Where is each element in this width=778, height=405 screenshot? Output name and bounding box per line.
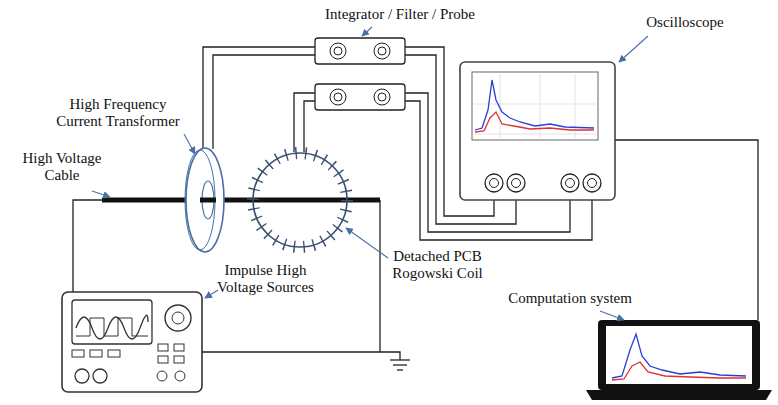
part-label: Integrator / Filter / Probe [300, 6, 500, 23]
ground-symbol [390, 359, 410, 360]
scope-input [485, 174, 503, 192]
part-label: Impulse High Voltage Sources [208, 262, 323, 297]
source-terminal [157, 371, 167, 381]
integrator-box [315, 38, 405, 64]
leader-arrow [600, 311, 624, 320]
source-wire [73, 200, 102, 292]
hv-cable [200, 198, 216, 203]
ground-symbol [393, 364, 407, 365]
laptop-bezel [598, 320, 760, 390]
source-terminal [175, 371, 185, 381]
connector [378, 47, 386, 55]
coil-core [253, 153, 347, 247]
coil-winding [253, 153, 347, 247]
connector [330, 43, 346, 59]
source-knob [165, 305, 191, 331]
leader-arrow [92, 191, 110, 197]
leader-arrows [92, 27, 648, 320]
part-label: High Frequency Current Transformer [48, 96, 188, 131]
scope-input [490, 179, 499, 188]
scope-input [512, 179, 521, 188]
red-trace [612, 362, 746, 380]
scope-input [561, 174, 579, 192]
oscilloscope-screen [472, 72, 598, 140]
source-body [62, 292, 202, 392]
source-button [174, 356, 184, 363]
integrator-box [315, 84, 405, 110]
return-wire [379, 200, 380, 352]
hfct-lead [203, 47, 315, 149]
connector [378, 93, 386, 101]
connector [374, 89, 390, 105]
source-knob [172, 312, 184, 324]
source-terminal [75, 369, 89, 383]
hfct-ring [186, 148, 224, 252]
source-wave [76, 315, 148, 339]
source-button [90, 350, 102, 357]
source-button [108, 350, 120, 357]
source-button [158, 344, 168, 351]
source-button [158, 356, 168, 363]
scope-input [507, 174, 525, 192]
leader-arrow [619, 36, 648, 62]
blue-trace [612, 334, 746, 378]
leader-arrow [184, 134, 195, 154]
source-button [72, 350, 84, 357]
scope-input [588, 179, 597, 188]
hv-cable [102, 198, 380, 203]
scope-input [583, 174, 601, 192]
part-label: Computation system [500, 290, 640, 307]
ground-wire [202, 352, 400, 360]
leader-arrow [346, 228, 388, 258]
hfct-lead [213, 55, 315, 149]
coil-lead [304, 101, 315, 152]
coil-lead [294, 93, 315, 152]
oscilloscope-body [460, 62, 615, 200]
hfct-ring [185, 150, 215, 250]
leader-arrow [362, 27, 372, 36]
part-label: Detached PCB Rogowski Coil [385, 248, 490, 283]
connector [374, 43, 390, 59]
red-trace [475, 112, 594, 132]
source-terminal [93, 369, 107, 383]
source-screen [72, 300, 152, 344]
leader-arrow [205, 290, 218, 298]
part-label: High Voltage Cable [12, 150, 112, 185]
connector [330, 89, 346, 105]
blue-trace [475, 80, 594, 130]
connector [334, 93, 342, 101]
part-label: Oscilloscope [620, 14, 750, 31]
screen-grid [474, 74, 596, 138]
source-button [174, 344, 184, 351]
scope-input [566, 179, 575, 188]
ground-symbol [397, 369, 403, 370]
data-link [615, 140, 758, 320]
laptop-base [586, 390, 772, 400]
laptop-screen [606, 326, 752, 384]
source-wave [76, 318, 148, 336]
connector [334, 47, 342, 55]
